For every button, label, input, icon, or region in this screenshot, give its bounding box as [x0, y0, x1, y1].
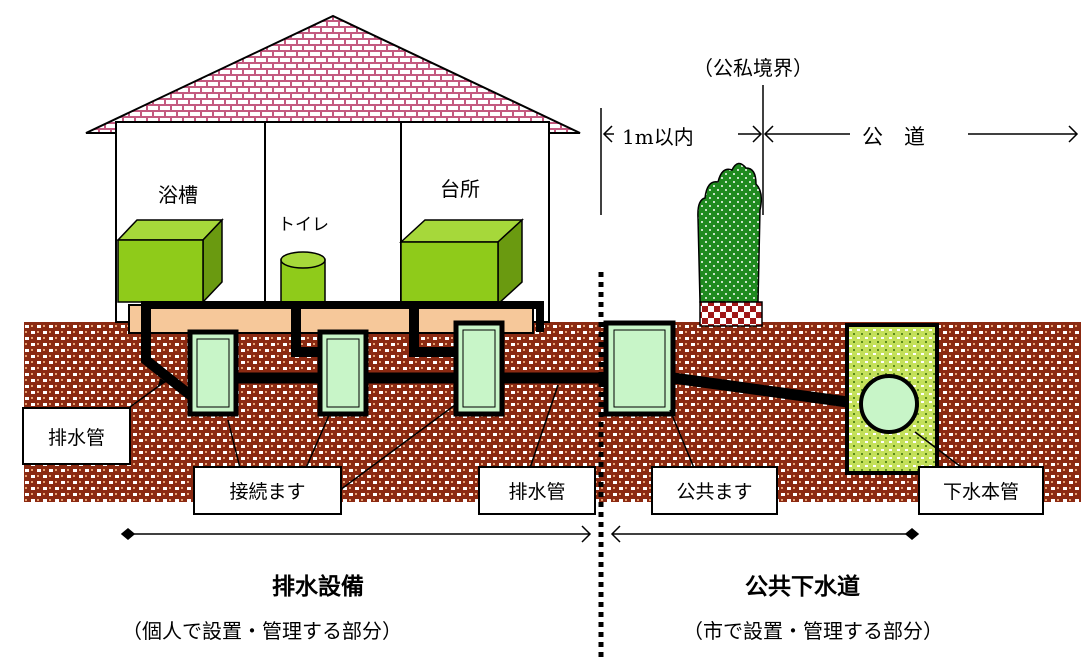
bathtub: [116, 218, 224, 304]
public-road-label: 公 道: [862, 125, 925, 149]
section-private-title: 排水設備: [272, 574, 364, 600]
tree-planter: [699, 301, 763, 327]
callout-leaders: [129, 378, 966, 491]
toilet: [280, 251, 326, 303]
public-basin: [603, 320, 676, 417]
drain-pipes: [141, 301, 544, 403]
private-section-arrow: [120, 525, 592, 543]
house-roof: [85, 14, 581, 134]
room-label-bath: 浴槽: [158, 183, 198, 207]
callout-drain-pipe: 排水管: [478, 466, 596, 515]
public-pipe: [672, 372, 863, 410]
kitchen-sink: [399, 218, 524, 306]
callout-connection-basin: 接続ます: [193, 466, 342, 515]
section-public-subtitle: （市で設置・管理する部分）: [683, 619, 943, 643]
room-label-kitchen: 台所: [440, 177, 480, 201]
connection-basin: [187, 329, 239, 417]
connection-basin: [453, 320, 505, 417]
section-public-title: 公共下水道: [745, 574, 860, 600]
tree: [697, 162, 763, 327]
dimension-within-1m: [602, 125, 763, 143]
connection-basin: [317, 329, 369, 417]
public-section-arrow: [610, 525, 920, 543]
boundary-label: （公私境界）: [693, 56, 813, 80]
callout-drain-pipe-left: 排水管: [22, 407, 131, 465]
sewer-main-pipe: [859, 374, 919, 434]
callout-sewer-main: 下水本管: [918, 466, 1044, 515]
room-label-toilet: トイレ: [278, 215, 329, 235]
dimension-public-road: [763, 125, 1079, 143]
within-1m-label: 1m以内: [622, 125, 694, 149]
callout-public-basin: 公共ます: [651, 466, 778, 515]
section-private-subtitle: （個人で設置・管理する部分）: [122, 619, 402, 643]
